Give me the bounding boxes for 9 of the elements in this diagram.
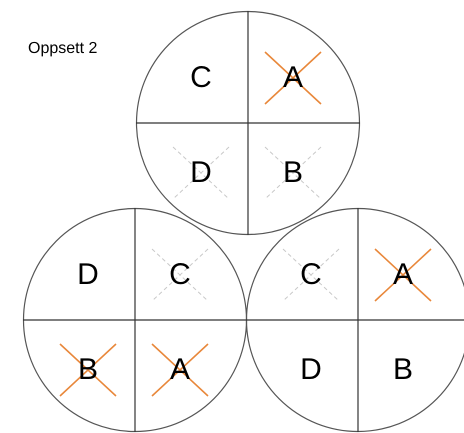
quadrant-letter: B <box>392 354 413 386</box>
quadrant-letter: D <box>190 157 212 189</box>
quadrant-letter: B <box>282 157 303 189</box>
quadrant-letter: C <box>300 259 322 291</box>
quadrant-letter: C <box>169 259 191 291</box>
quadrant-letter: D <box>77 259 99 291</box>
quadrant-letter: D <box>300 354 322 386</box>
quadrant-letter: C <box>190 62 212 94</box>
layout-title: Oppsett 2 <box>28 40 98 58</box>
